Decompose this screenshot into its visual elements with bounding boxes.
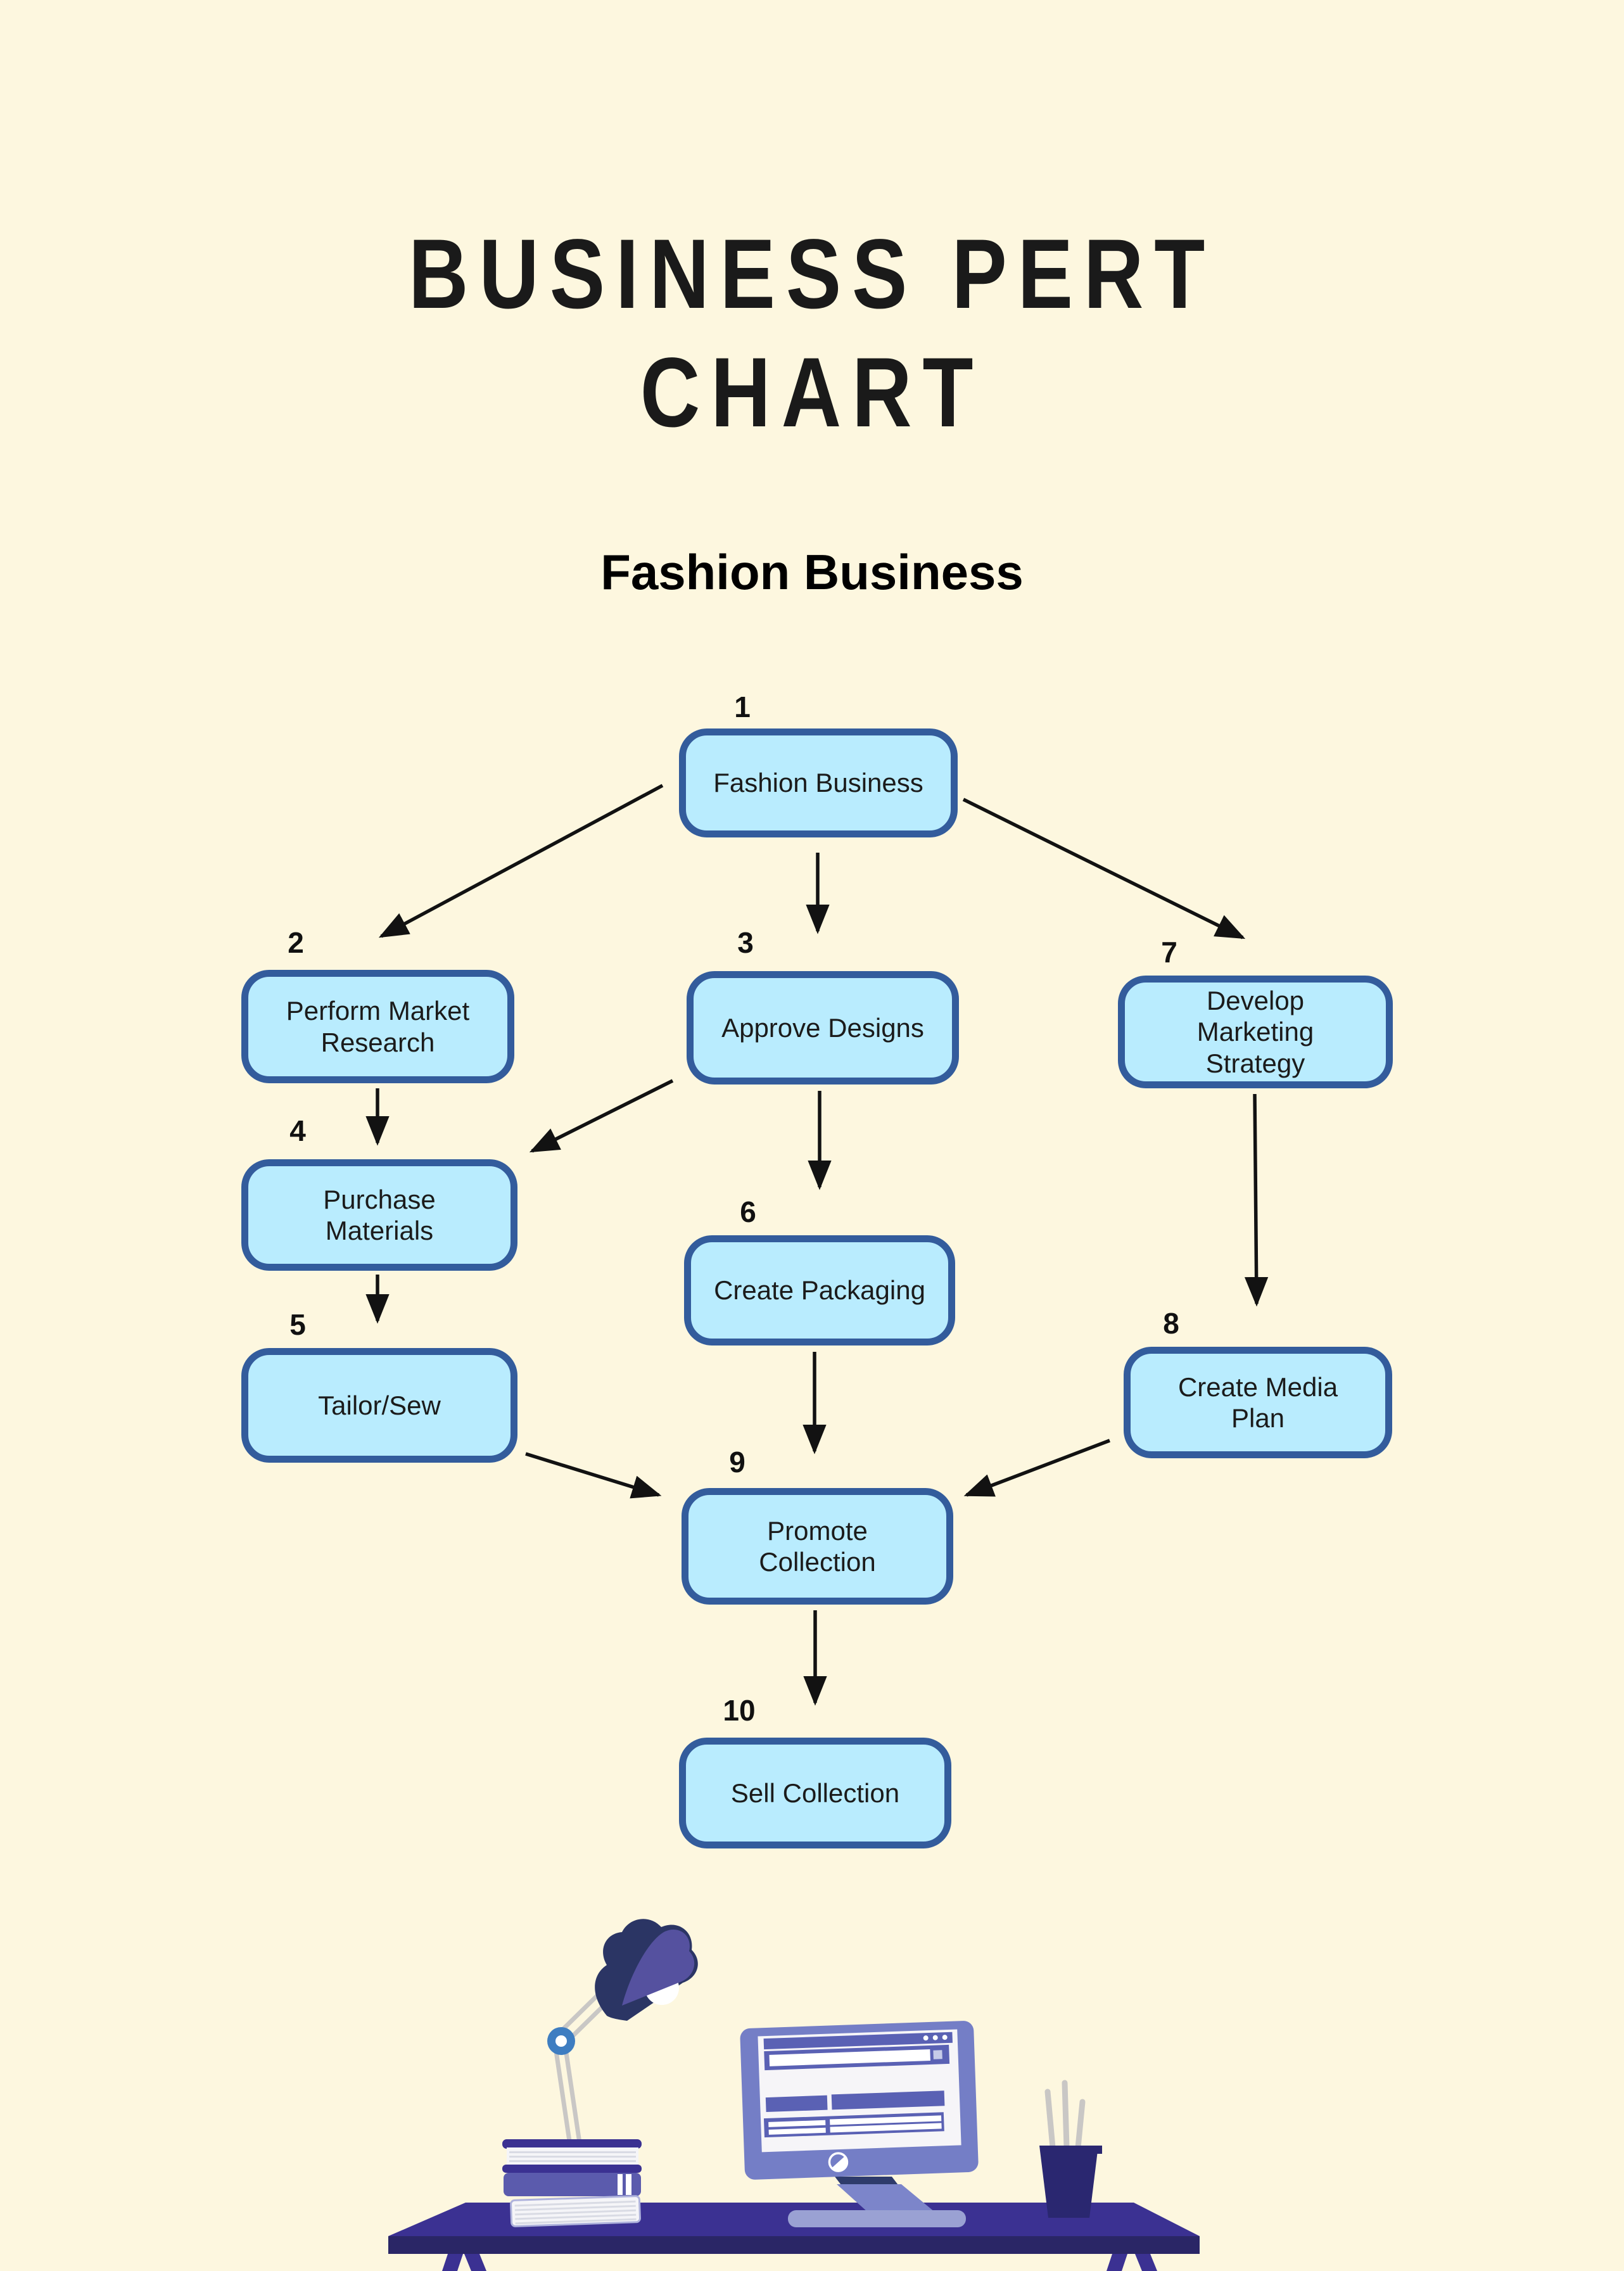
pert-node-purchase-materials: Purchase Materials [241,1159,517,1271]
arrow-1-7 [962,798,1246,939]
desk-leg [464,2254,486,2271]
page-title-line1: BUSINESS PERT [408,219,1216,329]
arrow-1-2 [378,784,664,938]
node-label: Perform Market Research [286,996,470,1057]
arrow-7-8 [1244,1093,1269,1307]
pert-node-fashion-business: Fashion Business [679,728,958,837]
desk-illustration [388,1919,1200,2271]
edge-arrows [365,784,1269,1706]
node-label: Create Media Plan [1177,1371,1338,1433]
monitor-stand [788,2177,966,2227]
node-label: Fashion Business [713,768,923,798]
pert-node-develop-marketing-strategy: Develop Marketing Strategy [1118,976,1393,1088]
book-stack-icon [502,2139,642,2227]
browser-header [763,2032,953,2050]
browser-address-bar [769,2049,930,2066]
pert-node-sell-collection: Sell Collection [679,1738,951,1848]
node-number: 6 [740,1195,756,1228]
computer-monitor-icon [740,2021,979,2180]
node-number: 2 [288,926,304,959]
pen-cup-icon [1039,2080,1102,2218]
pert-node-create-media-plan: Create Media Plan [1124,1347,1392,1458]
page-title-line2: CHART [640,338,984,448]
page-title: BUSINESS PERT CHART [130,215,1494,452]
pert-node-tailor-sew: Tailor/Sew [241,1348,517,1463]
desk-front-edge [388,2236,1200,2254]
node-label: Purchase Materials [323,1184,436,1245]
screen-content-block [831,2090,945,2110]
pert-node-create-packaging: Create Packaging [684,1235,955,1345]
arrow-8-9 [963,1439,1110,1497]
node-number: 5 [289,1308,306,1341]
pert-node-approve-designs: Approve Designs [687,971,959,1085]
node-label: Sell Collection [730,1778,900,1808]
node-label: Develop Marketing Strategy [1196,986,1314,1078]
node-number: 10 [723,1694,756,1727]
node-label: Create Packaging [714,1275,925,1306]
node-number: 3 [737,926,754,959]
node-number: 4 [289,1114,306,1147]
desk-leg [442,2254,463,2271]
node-number: 1 [734,690,751,723]
node-number: 9 [729,1446,745,1479]
pert-node-promote-collection: Promote Collection [682,1488,953,1605]
desk-leg [1107,2254,1127,2271]
node-number: 7 [1161,936,1177,969]
node-label: Tailor/Sew [318,1390,441,1420]
pert-node-perform-market-research: Perform Market Research [241,970,514,1083]
desk-lamp-icon [547,1919,698,2154]
node-label: Approve Designs [721,1012,924,1043]
arrow-5-9 [525,1452,662,1499]
node-number: 8 [1163,1307,1179,1340]
node-label: Promote Collection [759,1515,876,1577]
chart-subtitle: Fashion Business [600,544,1024,600]
screen-content-block [765,2095,828,2113]
desk-leg [1135,2254,1157,2271]
arrow-3-4 [529,1079,674,1153]
